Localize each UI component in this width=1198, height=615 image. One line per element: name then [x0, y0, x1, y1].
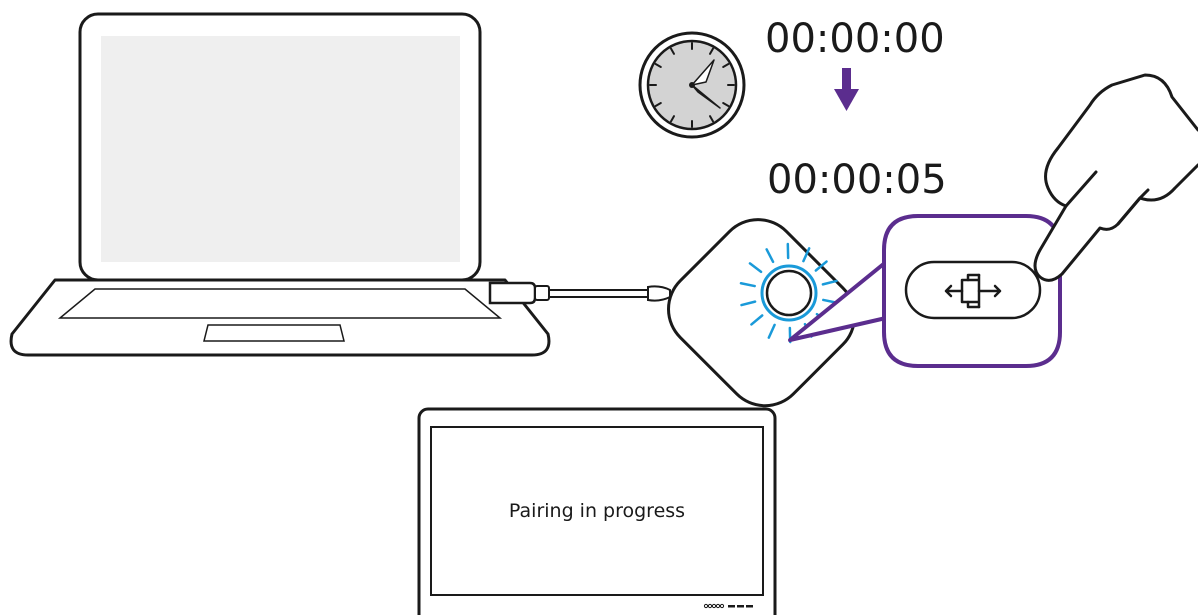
led-ray [814, 260, 828, 272]
usb-plug [488, 281, 537, 305]
arrow-down-icon [834, 68, 859, 111]
clock-tick [722, 102, 730, 107]
pairing-pill-button[interactable] [904, 260, 1042, 320]
clock-tick [709, 47, 714, 55]
pressing-hand [1033, 73, 1198, 282]
led-ray [739, 282, 756, 288]
clock-tick [670, 115, 675, 123]
display-message: Pairing in progress [509, 500, 685, 522]
led-ray [750, 314, 764, 326]
monitor-screen [430, 426, 764, 596]
timer-start-text: 00:00:00 [765, 16, 945, 62]
led-ray [748, 262, 763, 274]
led-ray [767, 323, 776, 339]
device-button[interactable] [765, 269, 813, 317]
led-ray [802, 247, 811, 263]
zoom-callout [788, 214, 1062, 368]
clock-tick [670, 47, 675, 55]
clock-tick [654, 102, 662, 107]
led-ray [740, 300, 757, 307]
led-ray [765, 248, 775, 264]
hand-icon [1033, 73, 1198, 282]
hand-finger-crease [1064, 170, 1150, 226]
laptop-trackpad [203, 324, 345, 342]
cable-collar [647, 285, 671, 302]
clock-tick [722, 63, 730, 68]
laptop-screen [101, 36, 460, 262]
monitor-bars [728, 605, 753, 608]
device-body [667, 218, 857, 408]
monitor-indicators [703, 603, 725, 609]
usb-cable [488, 281, 671, 305]
led-ray [821, 279, 838, 286]
usb-plug-neck [534, 285, 550, 301]
display-monitor: Pairing in progress [417, 407, 777, 615]
laptop [9, 12, 551, 357]
clock-tick [654, 63, 662, 68]
timer-end-text: 00:00:05 [767, 157, 947, 203]
clock-tick [709, 115, 714, 123]
laptop-keyboard [57, 288, 503, 319]
cable [549, 289, 650, 298]
clock-icon [638, 31, 746, 139]
pairing-arrows-icon [944, 273, 1002, 309]
